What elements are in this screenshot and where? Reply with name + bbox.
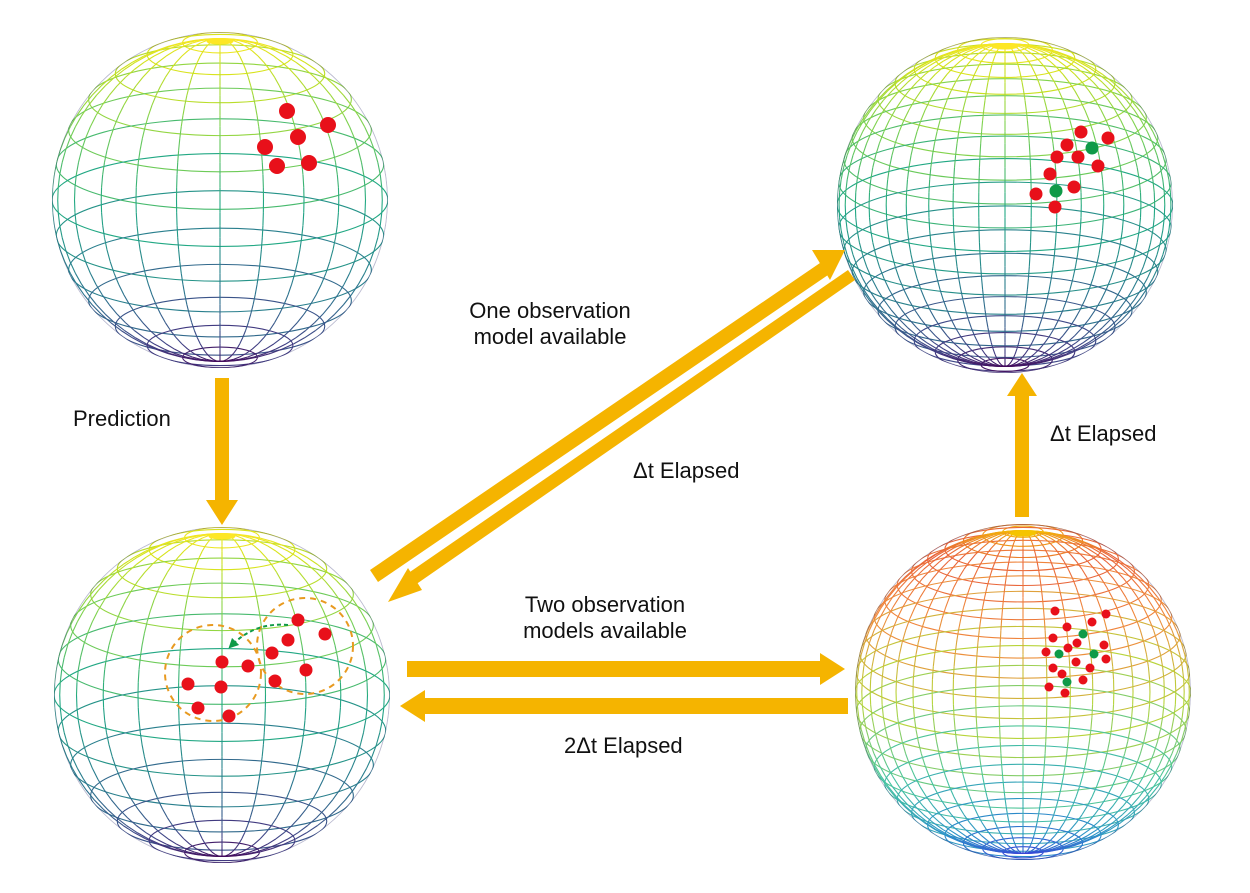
particle-red — [1048, 633, 1058, 643]
particle-red — [291, 613, 305, 627]
particle-green — [1085, 141, 1099, 155]
particle-red — [1063, 643, 1073, 653]
particle-red — [1044, 682, 1054, 692]
particle-red — [1074, 125, 1088, 139]
particle-red — [257, 139, 273, 155]
particle-green — [1049, 184, 1063, 198]
particle-red — [1078, 675, 1088, 685]
particle-red — [1101, 131, 1115, 145]
particle-red — [268, 674, 282, 688]
arrow-prediction — [206, 378, 238, 525]
particle-red — [318, 627, 332, 641]
arrow-one-observation — [370, 250, 845, 582]
particle-cluster-top-left — [257, 103, 336, 174]
sphere-top-right — [837, 37, 1173, 373]
particle-red — [320, 117, 336, 133]
particle-red — [1101, 609, 1111, 619]
motion-arrow-icon — [228, 623, 289, 649]
particle-red — [1071, 657, 1081, 667]
particle-red — [1048, 663, 1058, 673]
particle-red — [1043, 167, 1057, 181]
uncertainty-circle-right — [256, 597, 354, 695]
particle-red — [1072, 638, 1082, 648]
particle-cluster-top-right — [1029, 125, 1115, 214]
particle-red — [241, 659, 255, 673]
particle-red — [1048, 200, 1062, 214]
arrow-dt-elapsed-diagonal — [388, 270, 855, 602]
particle-red — [1060, 138, 1074, 152]
particle-red — [301, 155, 317, 171]
particle-red — [1101, 654, 1111, 664]
label-2dt-elapsed: 2Δt Elapsed — [564, 733, 683, 758]
particle-red — [1091, 159, 1105, 173]
label-two-observation: Two observation models available — [495, 592, 715, 645]
label-dt-elapsed-diagonal: Δt Elapsed — [633, 458, 740, 483]
particle-red — [191, 701, 205, 715]
sphere-bottom-left — [54, 527, 390, 863]
particle-red — [265, 646, 279, 660]
label-one-observation-line1: One observation — [469, 298, 631, 323]
particle-red — [1050, 606, 1060, 616]
particle-red — [1050, 150, 1064, 164]
particle-red — [181, 677, 195, 691]
label-two-observation-line1: Two observation — [524, 592, 686, 617]
particle-red — [1087, 617, 1097, 627]
particle-green — [1054, 649, 1064, 659]
arrow-two-observation — [407, 653, 845, 685]
particle-red — [1062, 622, 1072, 632]
label-one-observation: One observation model available — [445, 298, 655, 351]
particle-red — [1041, 647, 1051, 657]
particle-red — [290, 129, 306, 145]
sphere-bottom-right — [855, 524, 1191, 860]
particle-red — [215, 655, 229, 669]
particle-red — [1067, 180, 1081, 194]
uncertainty-circle-left — [164, 624, 262, 722]
particle-red — [1099, 640, 1109, 650]
particle-red — [281, 633, 295, 647]
particle-red — [269, 158, 285, 174]
particle-cluster-bottom-right — [1041, 606, 1111, 698]
label-dt-elapsed-vertical: Δt Elapsed — [1050, 421, 1157, 446]
particle-red — [1071, 150, 1085, 164]
particle-green — [1062, 677, 1072, 687]
particle-cluster-bottom-left — [181, 613, 332, 723]
particle-red — [214, 680, 228, 694]
arrow-2dt-elapsed — [400, 690, 848, 722]
particle-red — [1060, 688, 1070, 698]
label-one-observation-line2: model available — [473, 324, 627, 350]
label-prediction: Prediction — [73, 406, 171, 431]
arrow-dt-elapsed-vertical — [1007, 373, 1037, 517]
particle-red — [1029, 187, 1043, 201]
label-two-observation-line2: models available — [523, 618, 687, 644]
particle-green — [1089, 649, 1099, 659]
particle-red — [1085, 663, 1095, 673]
particle-red — [222, 709, 236, 723]
particle-red — [1057, 669, 1067, 679]
sphere-top-left — [52, 32, 388, 368]
particle-red — [299, 663, 313, 677]
particle-red — [279, 103, 295, 119]
particle-green — [1078, 629, 1088, 639]
